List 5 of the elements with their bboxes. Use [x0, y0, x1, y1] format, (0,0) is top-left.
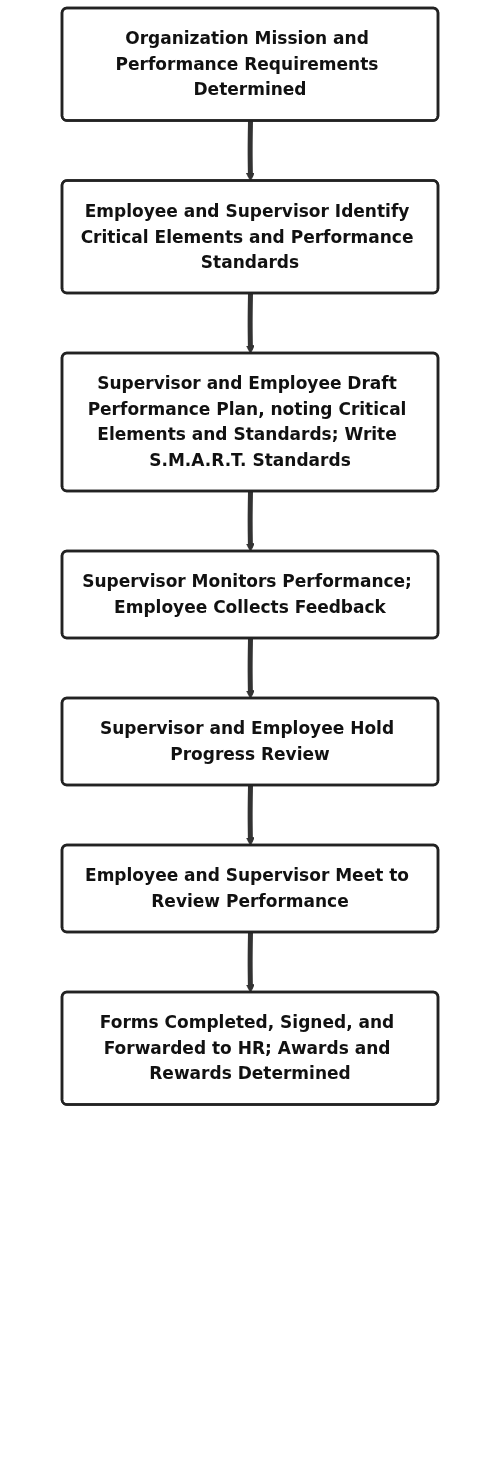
arrow [245, 638, 255, 699]
arrow [245, 932, 255, 993]
arrow [245, 293, 255, 354]
arrow [245, 785, 255, 846]
arrow [245, 491, 255, 552]
